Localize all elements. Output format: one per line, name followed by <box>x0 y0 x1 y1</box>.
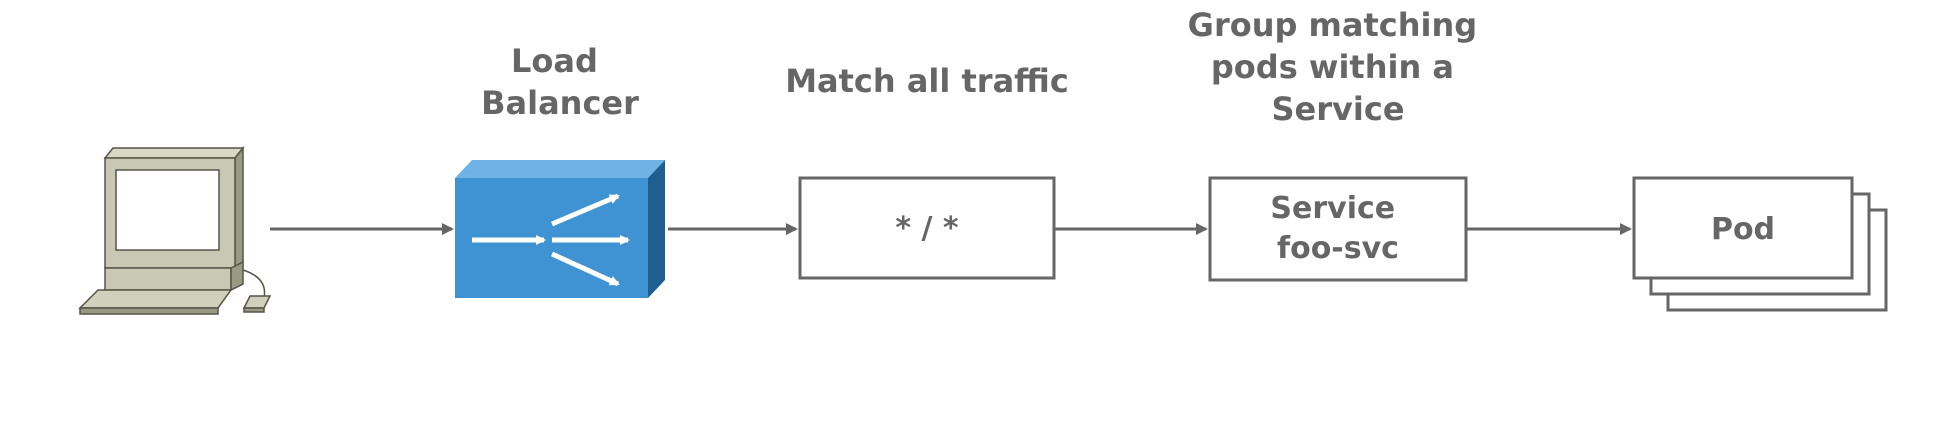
match-all-label: Match all traffic <box>785 62 1069 100</box>
computer-icon <box>78 145 272 315</box>
service-box-line-1: Service <box>1270 191 1395 226</box>
group-label-line-2: pods within a <box>1211 48 1454 86</box>
pod-stack: Pod <box>1632 176 1888 312</box>
pod-text: Pod <box>1711 212 1775 247</box>
group-label-line-1: Group matching <box>1188 6 1478 44</box>
path-rule-text: * / * <box>895 211 959 246</box>
path-rule-box <box>798 176 1056 280</box>
group-label-line-3: Service <box>1271 90 1404 128</box>
service-box-line-2: foo-svc <box>1277 231 1399 266</box>
svg-text:Service foo-svc: Service foo-svc <box>1270 191 1405 266</box>
lb-label-line-2: Balancer <box>481 84 639 122</box>
load-balancer-icon <box>455 160 665 298</box>
pod-box <box>1632 176 1854 280</box>
svg-text:Load Balancer: Load Balancer <box>481 42 639 122</box>
lb-label-line-1: Load <box>511 42 598 80</box>
svg-text:Group matching pods within: Group matching pods within a Service <box>1188 6 1489 128</box>
